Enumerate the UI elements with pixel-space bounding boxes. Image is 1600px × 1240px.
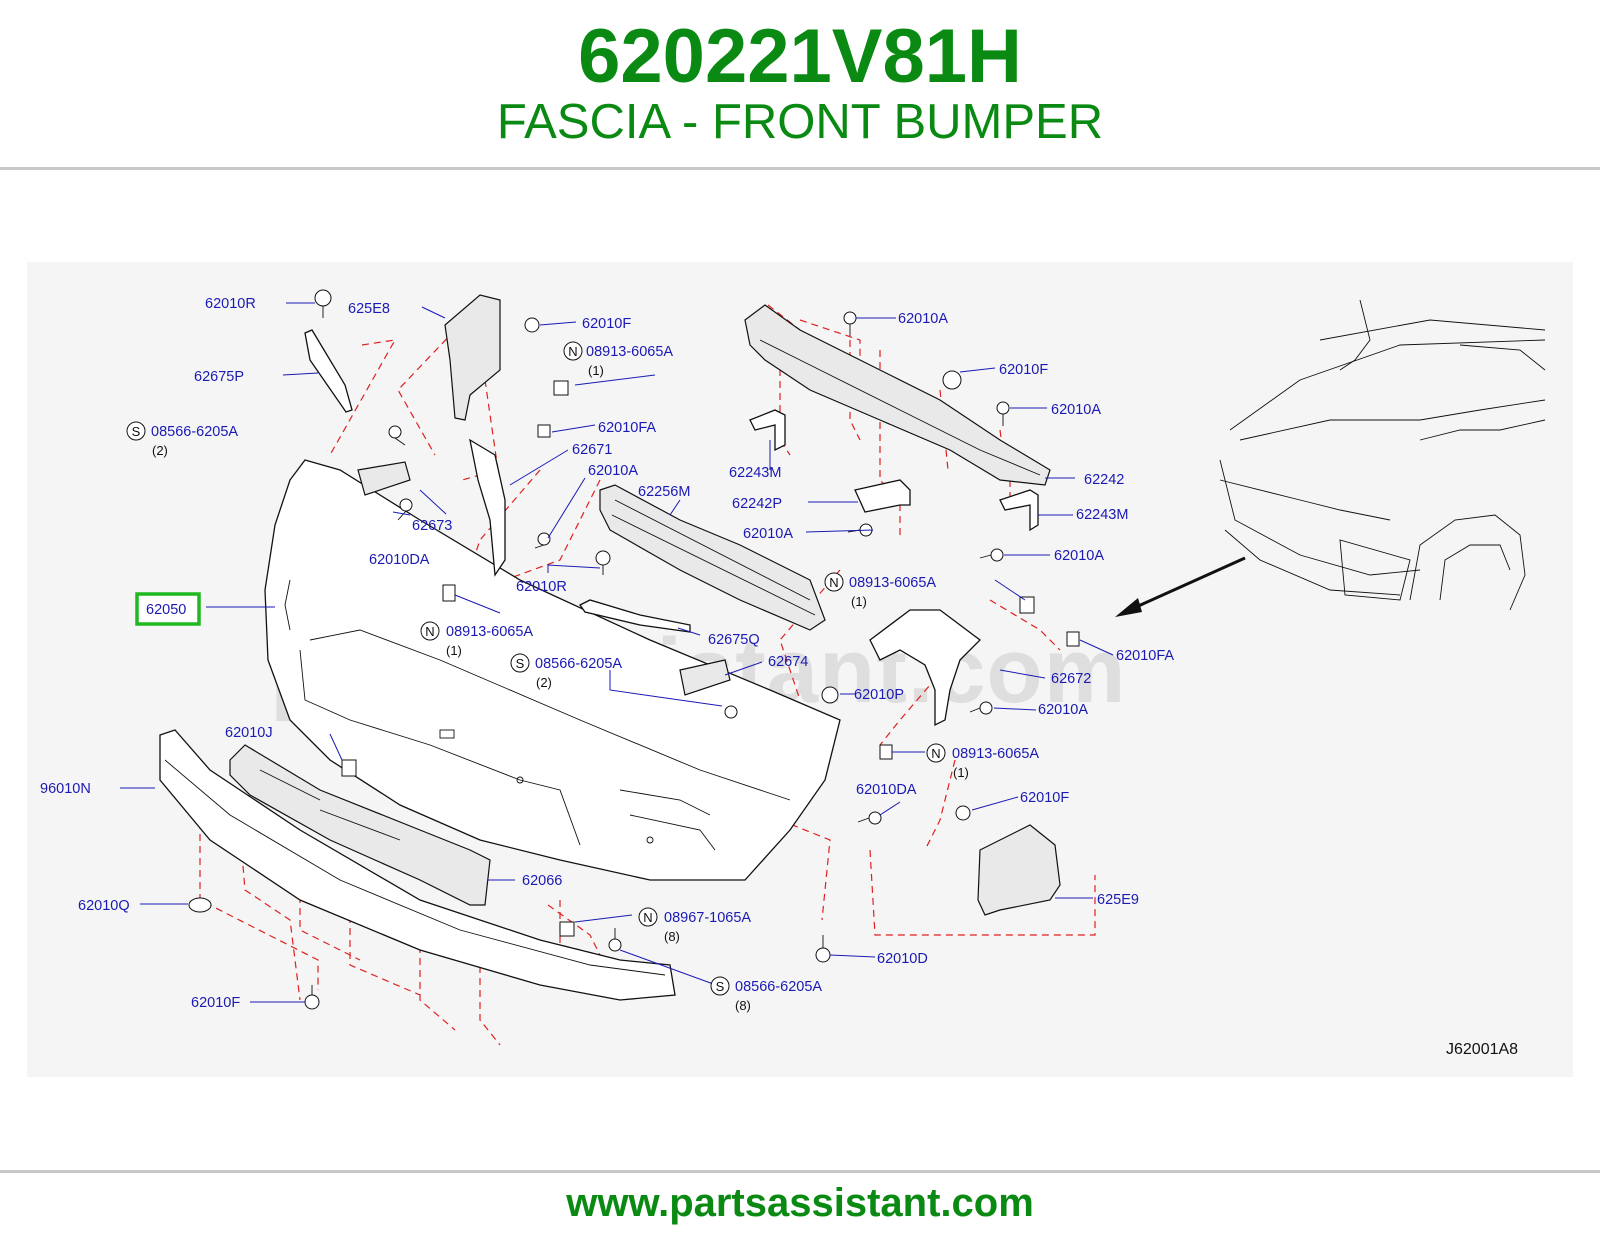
part-bracket-62671 [469, 438, 506, 577]
callout-625E9: 625E9 [1097, 892, 1139, 908]
callout-08913-6065A: 08913-6065A [446, 624, 533, 640]
callout-qty: (8) [735, 998, 751, 1013]
svg-text:N: N [829, 575, 838, 590]
svg-text:N: N [568, 344, 577, 359]
callout-08566-6205A: 08566-6205A [535, 656, 622, 672]
callout-08566-6205A: 08566-6205A [735, 979, 822, 995]
header-divider [0, 167, 1600, 170]
callout-96010N: 96010N [40, 781, 91, 797]
part-description: FASCIA - FRONT BUMPER [496, 95, 1104, 149]
callout-62010R: 62010R [205, 296, 256, 312]
callout-08967-1065A: 08967-1065A [664, 910, 751, 926]
callout-62010A: 62010A [1038, 702, 1088, 718]
callout-08913-6065A: 08913-6065A [952, 746, 1039, 762]
callout-62010A: 62010A [743, 526, 793, 542]
callout-62050: 62050 [146, 602, 186, 618]
part-brackets-62243M [749, 409, 1039, 532]
svg-text:S: S [716, 979, 725, 994]
callout-62672: 62672 [1051, 671, 1091, 687]
callout-62010DA: 62010DA [856, 782, 917, 798]
part-bracket-62674 [679, 659, 731, 696]
callout-62010FA: 62010FA [1116, 648, 1174, 664]
callout-62010R: 62010R [516, 579, 567, 595]
callout-62671: 62671 [572, 442, 612, 458]
callout-62243M: 62243M [729, 465, 781, 481]
callout-62010A: 62010A [1054, 548, 1104, 564]
callout-62010F: 62010F [999, 362, 1048, 378]
part-lower-reinforcement-62066 [229, 744, 491, 906]
callout-qty: (1) [851, 594, 867, 609]
callout-62674: 62674 [768, 654, 808, 670]
svg-text:N: N [425, 624, 434, 639]
callout-62010FA: 62010FA [598, 420, 656, 436]
footer-divider [0, 1170, 1600, 1173]
callout-qty: (8) [664, 929, 680, 944]
part-lower-lip-96010N [159, 729, 676, 1001]
callout-62066: 62066 [522, 873, 562, 889]
callout-qty: (1) [588, 363, 604, 378]
part-strip-62675Q [579, 599, 691, 633]
part-air-guide-625E8 [444, 294, 501, 421]
callout-625E8: 625E8 [348, 301, 390, 317]
callout-leaders [120, 302, 1114, 1003]
svg-text:S: S [516, 656, 525, 671]
svg-text:N: N [643, 910, 652, 925]
callout-62010F: 62010F [1020, 790, 1069, 806]
callout-qty: (1) [446, 643, 462, 658]
callout-08566-6205A: 08566-6205A [151, 424, 238, 440]
prefix-markers: N S N S N S N N [126, 341, 946, 996]
callout-62675P: 62675P [194, 369, 244, 385]
part-bracket-62672 [869, 609, 981, 727]
part-bracket-62242P [854, 479, 911, 513]
callout-labels: 62010R 625E8 62010F 08913-6065A (1) 6267… [40, 296, 1174, 1013]
svg-text:N: N [931, 746, 940, 761]
hardware-fasteners [188, 289, 1080, 1010]
highlight-box-62050 [135, 592, 201, 626]
callout-62010Q: 62010Q [78, 898, 130, 914]
svg-text:S: S [132, 424, 141, 439]
callout-62010A: 62010A [588, 463, 638, 479]
callout-62243M: 62243M [1076, 507, 1128, 523]
callout-62010J: 62010J [225, 725, 273, 741]
callout-08913-6065A: 08913-6065A [849, 575, 936, 591]
diagram-code: J62001A8 [1446, 1041, 1518, 1058]
callout-62010A: 62010A [1051, 402, 1101, 418]
part-bracket-62673 [357, 461, 411, 496]
part-grille-62256M [599, 484, 826, 631]
callout-62242: 62242 [1084, 472, 1124, 488]
car-overview-illustration [1219, 299, 1546, 611]
callout-62010D: 62010D [877, 951, 928, 967]
part-bumper-reinforcement-62242 [744, 304, 1051, 486]
view-arrow [1115, 556, 1246, 617]
footer-website-link[interactable]: www.partsassistant.com [566, 1181, 1034, 1225]
callout-62010A: 62010A [898, 311, 948, 327]
callout-qty: (2) [152, 443, 168, 458]
callout-62010F: 62010F [191, 995, 240, 1011]
callout-62010P: 62010P [854, 687, 904, 703]
callout-62256M: 62256M [638, 484, 690, 500]
part-fascia-front-bumper [264, 459, 841, 881]
part-number-title: 620221V81H [578, 14, 1022, 99]
part-strip-62675P [304, 329, 353, 413]
callout-qty: (2) [536, 675, 552, 690]
callout-62010F: 62010F [582, 316, 631, 332]
callout-08913-6065A: 08913-6065A [586, 344, 673, 360]
callout-62242P: 62242P [732, 496, 782, 512]
callout-62675Q: 62675Q [708, 632, 760, 648]
page-header: 620221V81H FASCIA - FRONT BUMPER [0, 0, 1600, 170]
callout-62673: 62673 [412, 518, 452, 534]
callout-qty: (1) [953, 765, 969, 780]
callout-62010DA: 62010DA [369, 552, 430, 568]
part-air-guide-625E9 [977, 824, 1061, 916]
